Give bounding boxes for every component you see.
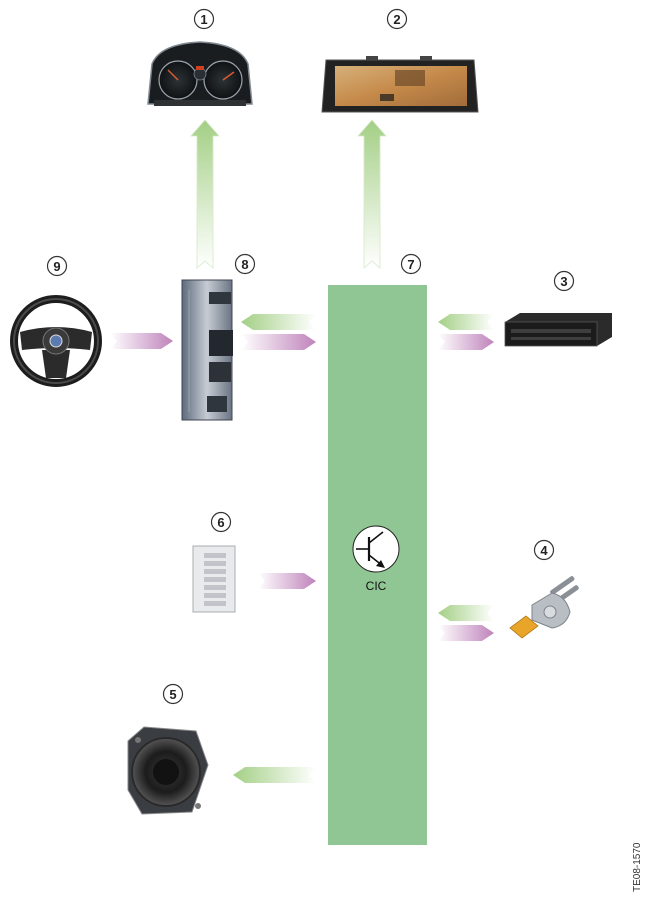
arrow-cic-to-module-green [241,314,316,330]
svg-text:7: 7 [407,257,414,272]
callout-9: 9 [46,255,68,277]
arrow-audio-to-cic-purple [438,334,494,350]
callout-4: 4 [533,539,555,561]
arrow-wheel-to-module-purple [110,333,173,349]
svg-text:5: 5 [169,687,176,702]
callout-1: 1 [193,8,215,30]
arrow-panel-to-cic-purple [258,573,316,589]
callout-3: 3 [553,270,575,292]
callout-2: 2 [386,8,408,30]
arrow-cic-to-ignition-green [438,605,494,621]
callout-7: 7 [400,253,422,275]
arrow-module-to-cic-purple [241,334,316,350]
steering-wheel-icon [10,295,102,387]
instrument-cluster-icon [147,41,253,106]
arrow-cic-to-speaker-green [233,767,316,783]
ignition-switch-icon [509,576,579,639]
callout-6: 6 [210,511,232,533]
svg-text:6: 6 [217,515,224,530]
control-panel-icon [192,545,236,613]
transistor-icon [352,525,400,573]
control-module-icon [181,279,233,421]
arrow-cic-to-audio-green [438,314,494,330]
svg-text:2: 2 [393,12,400,27]
central-display-icon [321,56,479,113]
svg-text:9: 9 [53,259,60,274]
svg-text:4: 4 [540,543,548,558]
svg-text:3: 3 [560,274,567,289]
loudspeaker-icon [127,726,209,815]
arrow-ignition-to-cic-purple [438,625,494,641]
svg-text:8: 8 [241,257,248,272]
arrow-to-instrument-cluster [190,119,220,269]
arrow-to-central-display [357,119,387,269]
cic-label: CIC [366,579,387,593]
figure-code: TE08-1570 [632,842,643,892]
audio-controller-icon [504,313,612,347]
callout-5: 5 [162,683,184,705]
svg-text:1: 1 [200,12,207,27]
callout-8: 8 [234,253,256,275]
